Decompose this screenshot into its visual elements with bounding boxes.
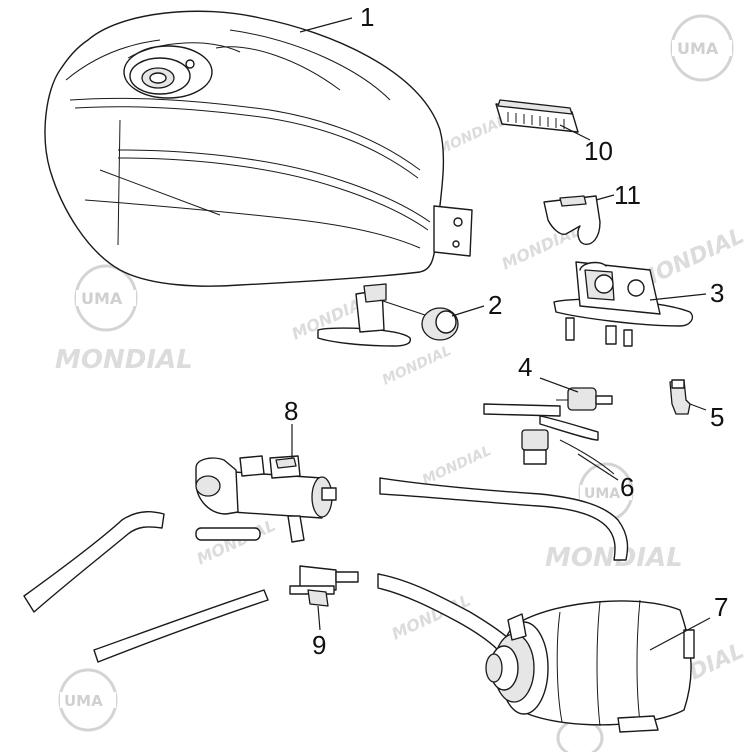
hoses [23, 477, 629, 663]
leader-line [649, 617, 711, 651]
fuel-level-sender-part [317, 283, 485, 347]
uma-logo-watermark: UMA [58, 668, 118, 732]
callout-1: 1 [360, 2, 374, 32]
leader-line [451, 305, 485, 317]
callout-7: 7 [714, 592, 728, 622]
callout-11: 11 [614, 180, 641, 210]
small-fitting-part [669, 379, 707, 415]
leader-line [299, 17, 353, 33]
fuel-tank [44, 10, 473, 287]
mondial-watermark: MONDIAL [55, 345, 193, 375]
callout-4: 4 [518, 352, 532, 382]
leader-line [595, 194, 615, 201]
fuel-pump-part [553, 261, 707, 347]
svg-text:UMA: UMA [81, 289, 123, 308]
connector-block-part [495, 99, 591, 141]
leader-line [539, 377, 579, 393]
mondial-watermark: MONDIAL [420, 443, 494, 489]
callout-5: 5 [710, 402, 724, 432]
callout-9: 9 [312, 630, 326, 660]
callout-2: 2 [488, 290, 502, 320]
clip-part [543, 194, 615, 245]
hose-with-valve-part [483, 403, 619, 481]
leader-line [689, 403, 707, 411]
small-valve-part [289, 565, 359, 631]
callout-8: 8 [284, 396, 298, 426]
mondial-watermark: MONDIAL [380, 343, 454, 389]
mondial-watermark: MONDIAL [194, 516, 279, 569]
callout-10: 10 [584, 136, 613, 166]
svg-text:UMA: UMA [677, 39, 719, 58]
leader-line [559, 124, 591, 141]
mondial-watermark: MONDIAL [435, 113, 509, 159]
uma-logo-watermark: UMA [578, 462, 634, 522]
fuel-filter-part [539, 377, 613, 411]
leader-line [577, 453, 619, 481]
svg-text:UMA: UMA [584, 486, 620, 502]
solenoid-valve-part [195, 424, 337, 543]
uma-logo-watermark: UMA [74, 264, 138, 332]
canister-part [485, 599, 711, 733]
uma-logo-watermark: UMA [670, 14, 734, 82]
svg-text:UMA: UMA [64, 692, 103, 710]
leader-line [317, 605, 321, 631]
callout-6: 6 [620, 472, 634, 502]
callout-3: 3 [710, 278, 724, 308]
callout-labels: 1 2 3 4 5 6 7 8 9 10 11 [284, 2, 728, 660]
leader-line [649, 293, 707, 301]
